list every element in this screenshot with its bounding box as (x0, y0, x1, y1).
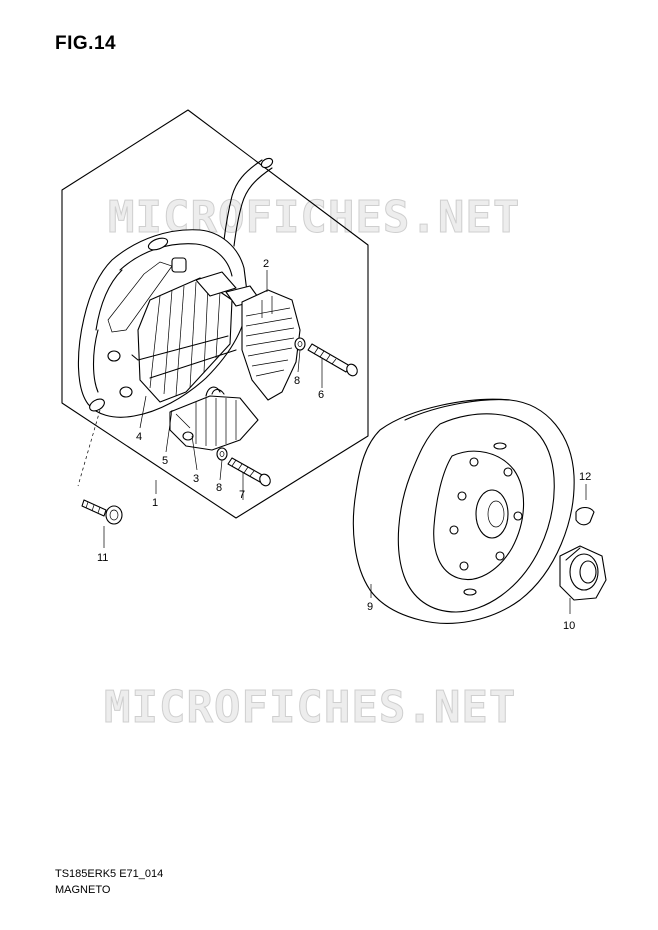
callout-2: 2 (263, 258, 269, 270)
charging-coil (169, 386, 259, 451)
flywheel-rotor (352, 398, 575, 624)
callout-6: 6 (318, 389, 324, 401)
screw-6 (307, 343, 358, 377)
woodruff-key (575, 506, 595, 526)
callout-8-upper: 8 (294, 375, 300, 387)
callout-10: 10 (563, 620, 575, 632)
washer-8-upper-hole (297, 341, 303, 347)
watermark-bottom: MICROFICHES.NET (104, 682, 516, 733)
stator-core (131, 271, 261, 403)
callout-7: 7 (239, 489, 245, 501)
screw-11-alignment-line (77, 409, 101, 487)
flywheel-nut (559, 545, 607, 601)
callout-8-lower: 8 (216, 482, 222, 494)
washer-8-lower-hole (219, 451, 225, 457)
leader-lines (103, 270, 587, 614)
screw-11 (81, 499, 123, 525)
wire-harness (223, 157, 274, 247)
callout-1: 1 (152, 497, 158, 509)
washer-8-lower (216, 447, 228, 461)
callout-3: 3 (193, 473, 199, 485)
figure-title: FIG.14 (55, 33, 117, 54)
stator-assembly-boundary (61, 109, 369, 519)
washer-8-upper (294, 337, 306, 351)
lighting-coil (241, 289, 301, 401)
callout-5: 5 (162, 455, 168, 467)
callout-12: 12 (579, 471, 591, 483)
callout-4: 4 (136, 431, 142, 443)
callout-11: 11 (97, 552, 108, 564)
callout-9: 9 (367, 601, 373, 613)
screw-7 (227, 457, 271, 487)
diagram-code: TS185ERK5 E71_014 (55, 868, 164, 880)
diagram-name: MAGNETO (55, 884, 111, 896)
